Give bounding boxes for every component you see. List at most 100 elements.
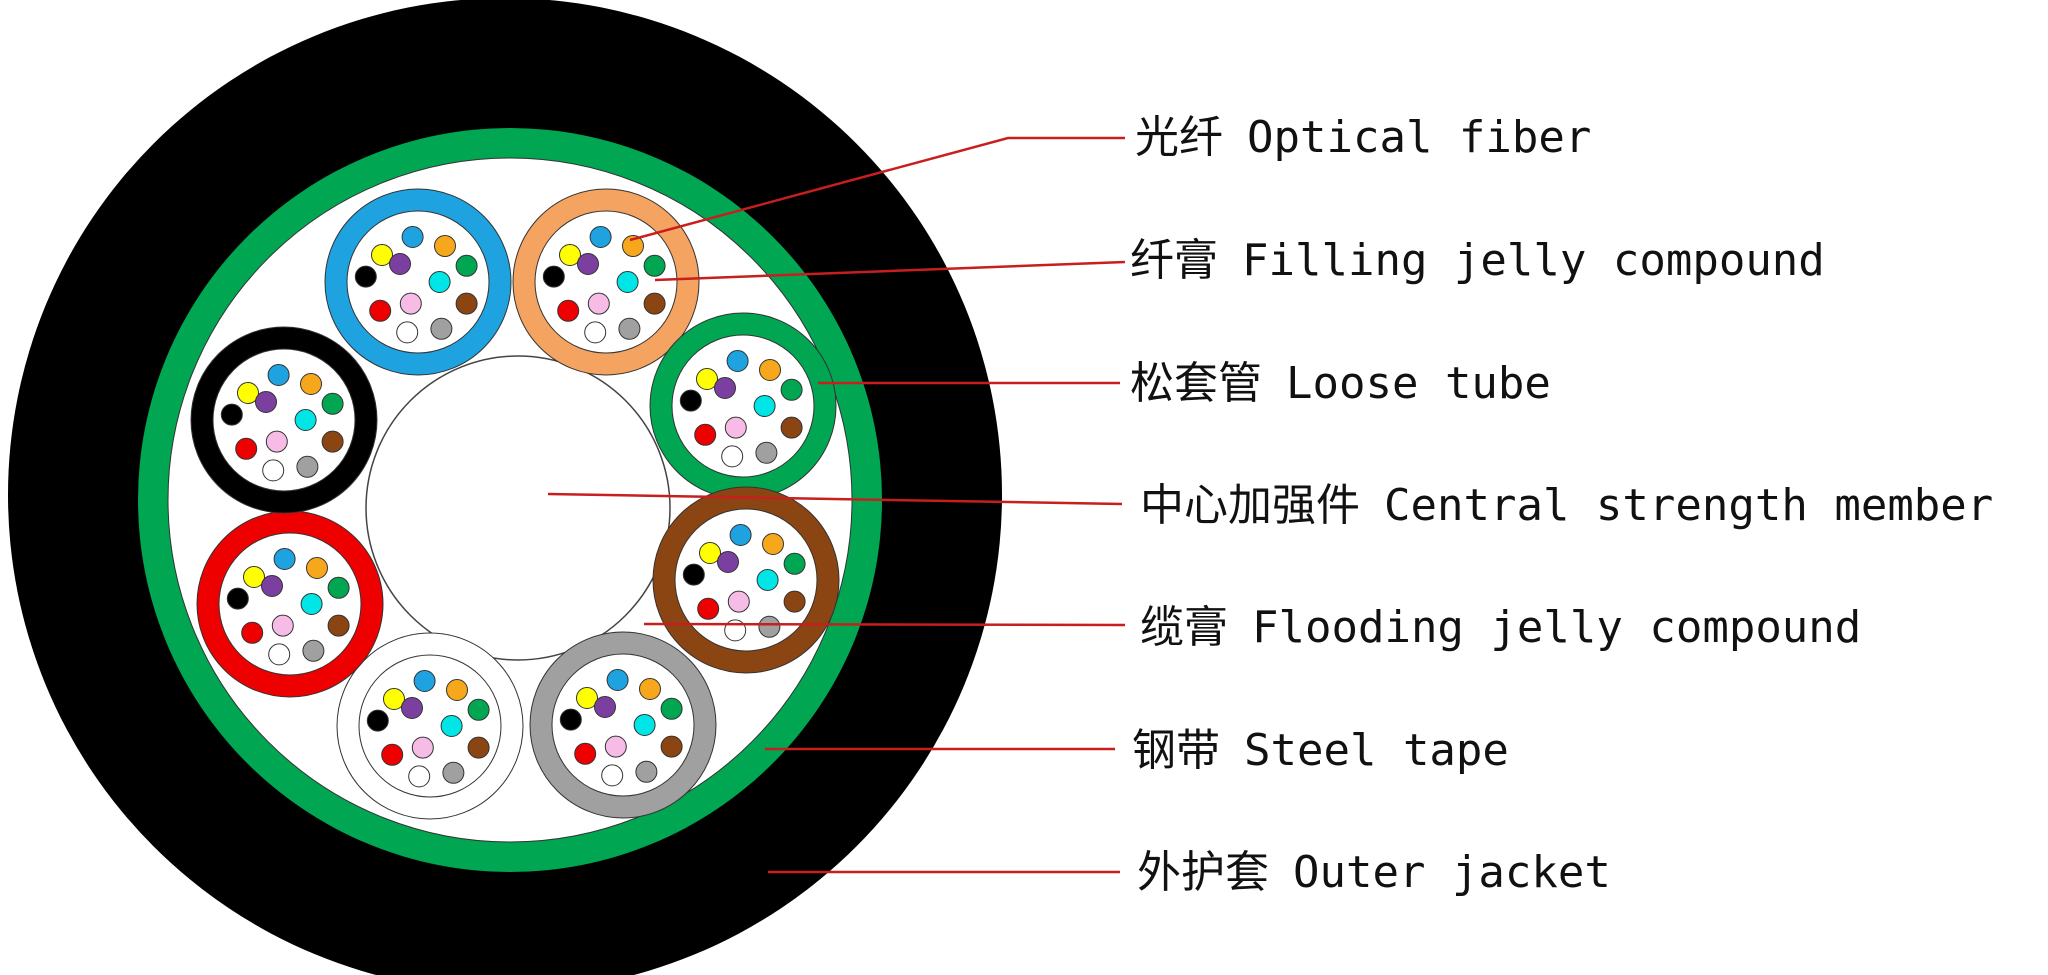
optical-fiber-dot: [727, 590, 750, 613]
optical-fiber-dot: [302, 639, 325, 662]
optical-fiber-dot: [273, 548, 296, 570]
optical-fiber-dot: [589, 226, 612, 248]
optical-fiber-dot: [455, 292, 478, 315]
optical-fiber-dot: [389, 253, 411, 275]
optical-fiber-dot: [755, 441, 778, 464]
optical-fiber-dot: [265, 430, 288, 453]
optical-fiber-dot: [753, 395, 776, 417]
optical-fiber-dot: [294, 409, 317, 431]
optical-fiber-dot: [601, 764, 624, 787]
optical-fiber-dot: [643, 292, 666, 315]
optical-fiber-dot: [366, 709, 389, 732]
optical-fiber-dot: [268, 643, 291, 666]
optical-fiber-dot: [262, 459, 285, 482]
optical-fiber-dot: [381, 743, 404, 766]
optical-fiber-dot: [321, 430, 344, 453]
optical-fiber-dot: [726, 350, 749, 372]
optical-fiber-dot: [759, 359, 781, 381]
optical-fiber-dot: [584, 321, 607, 344]
optical-fiber-dot: [396, 321, 419, 344]
optical-fiber-dot: [616, 271, 639, 293]
optical-fiber-dot: [237, 382, 259, 404]
optical-fiber-dot: [606, 669, 629, 691]
optical-fiber-dot: [241, 621, 264, 644]
label-outer-jacket-en: Outer jacket: [1293, 847, 1611, 898]
leader-line: [654, 260, 1126, 282]
loose-tube: [196, 510, 384, 698]
optical-fiber-dot: [699, 542, 721, 564]
optical-fiber-dot: [383, 688, 405, 710]
optical-fiber-dot: [542, 265, 565, 288]
optical-fiber-dot: [321, 392, 344, 415]
optical-fiber-dot: [756, 569, 779, 591]
loose-tube: [529, 631, 717, 819]
optical-fiber-dot: [577, 253, 599, 275]
optical-fiber-dot: [300, 373, 322, 395]
label-flooding-jelly-en: Flooding jelly compound: [1252, 602, 1861, 653]
optical-fiber-dot: [682, 563, 705, 586]
optical-fiber-dot: [783, 590, 806, 613]
optical-fiber-dot: [780, 416, 803, 439]
optical-fiber-dot: [696, 368, 718, 390]
loose-tube: [190, 326, 378, 514]
label-steel-tape-zh: 钢带: [1132, 725, 1220, 776]
optical-fiber-dot: [243, 566, 265, 588]
optical-fiber-dot: [401, 226, 424, 248]
optical-fiber-dot: [271, 614, 294, 637]
optical-fiber-dot: [267, 364, 290, 386]
optical-fiber-dot: [220, 403, 243, 426]
optical-fiber-dot: [235, 437, 258, 460]
label-loose-tube-en: Loose tube: [1286, 358, 1551, 409]
optical-fiber-dot: [296, 455, 319, 478]
leader-line: [629, 136, 1125, 242]
optical-fiber-dot: [635, 760, 658, 783]
optical-fiber-dot: [354, 265, 377, 288]
label-outer-jacket: 外护套 Outer jacket: [1137, 847, 1611, 898]
optical-fiber-dot: [428, 271, 451, 293]
optical-fiber-dot: [327, 576, 350, 599]
label-steel-tape: 钢带 Steel tape: [1132, 725, 1509, 776]
loose-tube: [512, 188, 700, 376]
optical-fiber-dot: [408, 765, 431, 788]
leader-line: [547, 492, 1123, 506]
optical-fiber-dot: [226, 587, 249, 610]
optical-fiber-dot: [587, 292, 610, 315]
leader-lines: [547, 136, 1126, 874]
optical-fiber-dot: [434, 235, 456, 257]
optical-fiber-dot: [413, 670, 436, 692]
optical-fiber-dot: [618, 317, 641, 340]
optical-fiber-dot: [758, 615, 781, 638]
optical-fiber-dot: [633, 714, 656, 736]
optical-fiber-dot: [401, 697, 423, 719]
optical-fiber-dot: [430, 317, 453, 340]
central-strength-member: [365, 355, 671, 661]
label-central-strength-member: 中心加强件 Central strength member: [1140, 480, 1993, 531]
leader-line: [643, 622, 1126, 627]
optical-fiber-dot: [557, 299, 580, 322]
optical-fiber-dot: [576, 687, 598, 709]
optical-fiber-dot: [371, 244, 393, 266]
loose-tube: [649, 312, 837, 500]
optical-fiber-dot: [622, 235, 644, 257]
optical-fiber-dot: [780, 378, 803, 401]
loose-tube: [336, 632, 524, 820]
optical-fiber-dot: [604, 735, 627, 758]
label-central-strength-member-zh: 中心加强件: [1140, 480, 1360, 531]
label-steel-tape-en: Steel tape: [1244, 725, 1509, 776]
label-central-strength-member-en: Central strength member: [1384, 480, 1993, 531]
optical-fiber-dot: [574, 742, 597, 765]
optical-fiber-dot: [455, 254, 478, 277]
optical-fiber-dot: [679, 389, 702, 412]
loose-tube: [652, 486, 840, 674]
cable-cross-section: [8, 0, 1002, 975]
optical-fiber-dot: [255, 391, 277, 413]
label-outer-jacket-zh: 外护套: [1137, 847, 1269, 898]
optical-fiber-dot: [559, 708, 582, 731]
optical-fiber-dot: [783, 552, 806, 575]
